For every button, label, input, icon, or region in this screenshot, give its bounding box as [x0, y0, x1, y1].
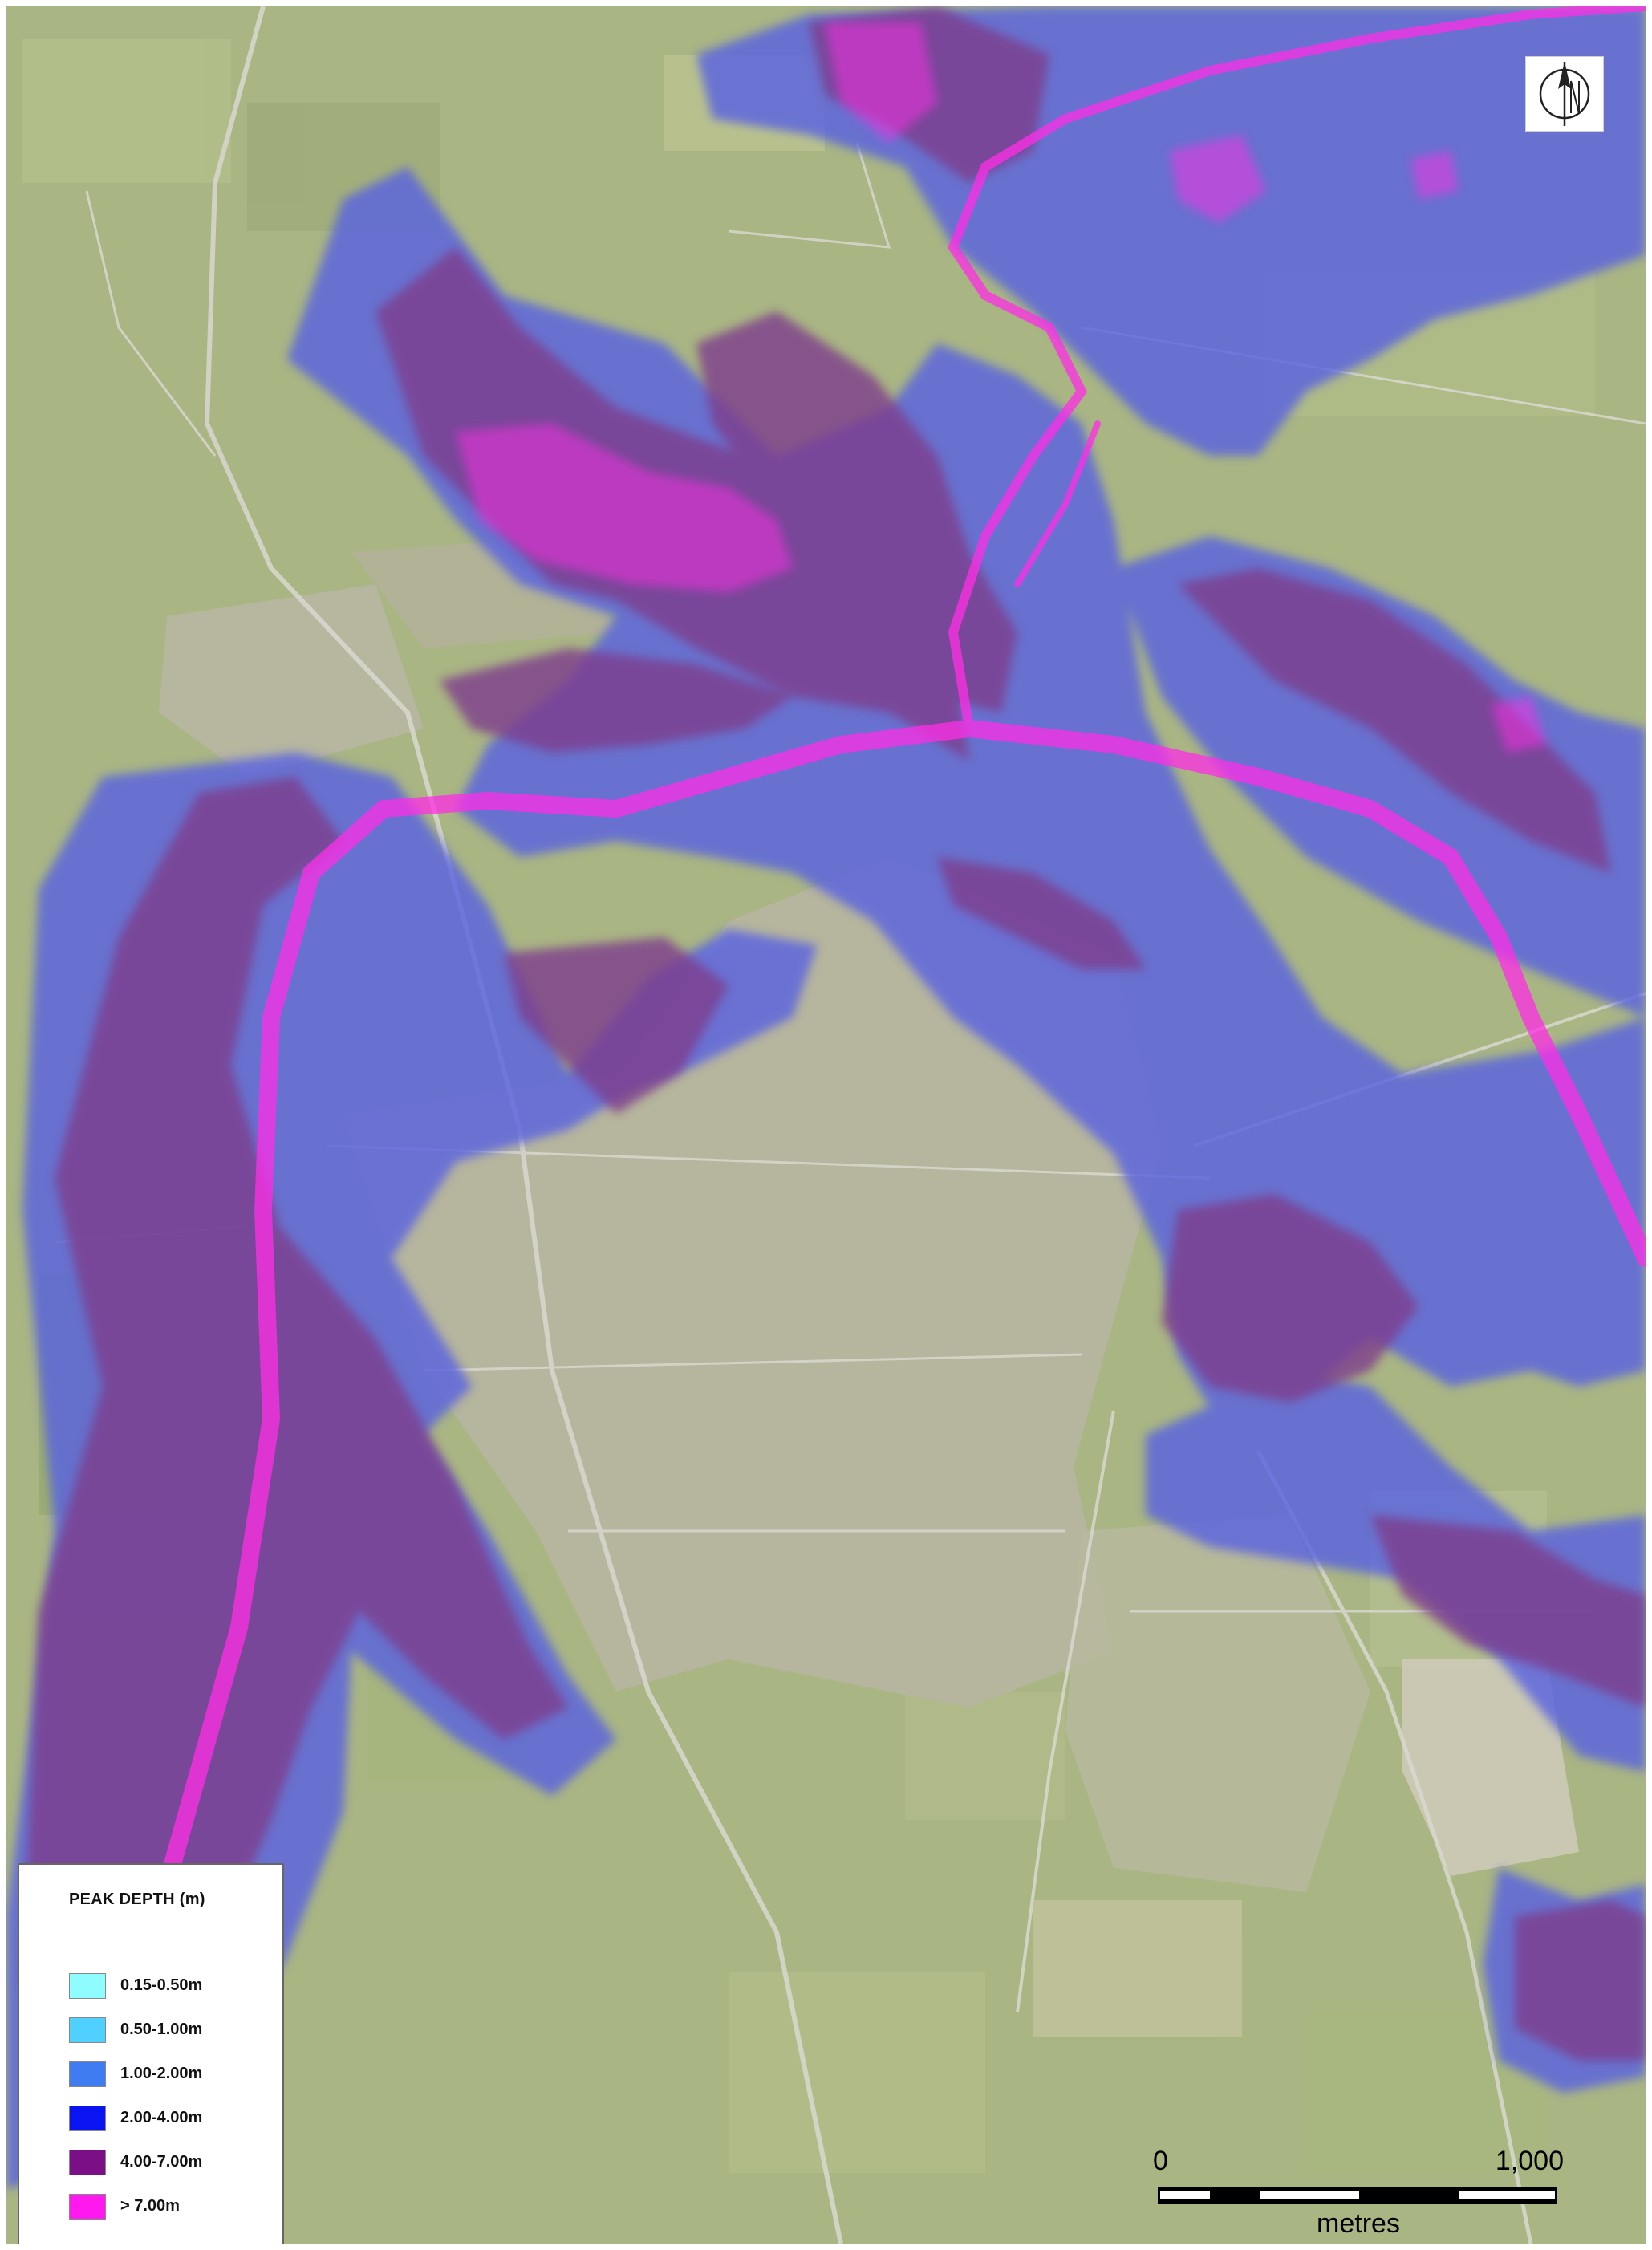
scale-start-label: 0: [1153, 2146, 1168, 2176]
legend-item: 2.00-4.00m: [69, 2096, 282, 2140]
flood-pools-pink: [456, 22, 1547, 753]
legend-label: 1.00-2.00m: [120, 2065, 203, 2082]
legend-label: 0.50-1.00m: [120, 2021, 203, 2038]
scale-segment: [1260, 2191, 1359, 2199]
map-canvas[interactable]: PEAK DEPTH (m) 0.15-0.50m 0.50-1.00m 1.00-…: [6, 6, 1646, 2244]
legend-item: 1.00-2.00m: [69, 2052, 282, 2096]
legend-label: 2.00-4.00m: [120, 2109, 203, 2126]
town-area: [159, 536, 1579, 1892]
legend-swatch: [69, 2016, 106, 2043]
legend-label: 4.00-7.00m: [120, 2153, 203, 2171]
legend-list: 0.15-0.50m 0.50-1.00m 1.00-2.00m 2.00-4.00m…: [69, 1964, 282, 2228]
legend-swatch: [69, 2105, 106, 2131]
legend-swatch: [69, 2061, 106, 2087]
legend-swatch: [69, 2193, 106, 2220]
north-arrow: [1525, 56, 1604, 132]
legend-item: 4.00-7.00m: [69, 2140, 282, 2184]
legend-item: 0.50-1.00m: [69, 2008, 282, 2052]
scale-segment: [1160, 2191, 1210, 2199]
scale-track: [1158, 2187, 1557, 2204]
scale-segment: [1459, 2191, 1555, 2199]
legend-label: 0.15-0.50m: [120, 1976, 203, 1994]
flood-depth-map: [6, 6, 1646, 2244]
legend-item: > 7.00m: [69, 2184, 282, 2228]
legend-panel: PEAK DEPTH (m) 0.15-0.50m 0.50-1.00m 1.00-…: [18, 1863, 284, 2244]
scale-end-label: 1,000: [1495, 2146, 1564, 2176]
legend-item: 0.15-0.50m: [69, 1964, 282, 2008]
scale-unit-label: metres: [1317, 2208, 1400, 2239]
legend-title: PEAK DEPTH (m): [69, 1891, 205, 1908]
flood-channel-pink: [94, 6, 1646, 2069]
north-arrow-icon: [1539, 62, 1590, 126]
scale-bar: 0 1,000 metres: [1150, 2145, 1567, 2244]
legend-swatch: [69, 1972, 106, 1999]
legend-label: > 7.00m: [120, 2197, 180, 2215]
legend-swatch: [69, 2149, 106, 2175]
